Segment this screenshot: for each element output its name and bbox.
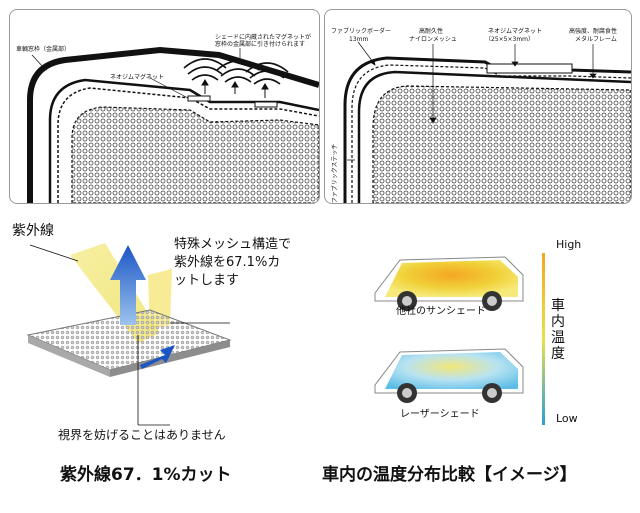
magnet-block (187, 95, 211, 102)
vertical-temp-label: 車内温度 (551, 298, 565, 362)
shade-structure-illustration (343, 41, 631, 203)
label-magnet: ネオジムマグネット (110, 74, 165, 81)
mesh-area (372, 85, 631, 203)
magnet-block (254, 101, 278, 108)
label-stitch: ファブリックステッチ (331, 143, 339, 204)
scale-high-label: High (556, 238, 582, 251)
magnet-attachment-diagram: 車輌窓枠（金属部） ネオジムマグネット シェードに内蔵されたマグネットが 窓枠の… (9, 9, 320, 204)
label-border-line1: ファブリックボーダー (331, 28, 392, 35)
label-note-line2: 窓枠の金属部に引き付けられます (215, 41, 306, 48)
uv-caption: 紫外線67．1%カット (60, 465, 232, 485)
car-laser-shade (374, 348, 524, 403)
uv-desc-line1: 特殊メッシュ構造で (174, 237, 292, 252)
label-uv: 紫外線 (12, 223, 54, 239)
temperature-comparison-illustration (374, 253, 545, 425)
label-frame: 車輌窓枠（金属部） (16, 46, 71, 53)
car-laser-label: レーザーシェード (400, 409, 480, 420)
label-mesh-line2: ナイロンメッシュ (409, 36, 457, 43)
temperature-caption: 車内の温度分布比較【イメージ】 (322, 465, 577, 485)
uv-cut-illustration (26, 243, 232, 426)
label-frame-line1: 高強度、耐腐食性 (569, 28, 618, 35)
label-magnet-line2: （25×5×3mm） (485, 36, 535, 43)
car-other-label: 他社のサンシェード (396, 306, 486, 317)
scale-low-label: Low (556, 412, 578, 425)
uv-desc-line3: ットします (174, 273, 240, 288)
visibility-note: 視界を妨げることはありません (58, 428, 226, 442)
magnetic-waves (183, 58, 289, 85)
mesh-area (71, 106, 319, 203)
label-magnet-line1: ネオジムマグネット (488, 28, 543, 35)
magnet-bar (486, 63, 573, 74)
fabric-border-line (48, 78, 319, 203)
temperature-scale-bar (542, 253, 545, 425)
label-note-line1: シェードに内蔵されたマグネットが (215, 34, 312, 41)
shade-structure-diagram: ファブリックボーダー 13mm 高耐久性 ナイロンメッシュ ネオジムマグネット … (324, 9, 632, 204)
uv-desc-line2: 紫外線を67.1%カ (174, 255, 281, 270)
uv-blocked-arrow (140, 345, 175, 369)
label-frame-line2: メタルフレーム (575, 36, 617, 43)
label-border-line2: 13mm (349, 36, 369, 43)
car-other-shade (374, 256, 524, 311)
window-frame-illustration (27, 46, 319, 203)
label-mesh-line1: 高耐久性 (419, 28, 444, 35)
metal-frame-line (357, 70, 631, 203)
uv-reflect-arrow (110, 245, 146, 325)
